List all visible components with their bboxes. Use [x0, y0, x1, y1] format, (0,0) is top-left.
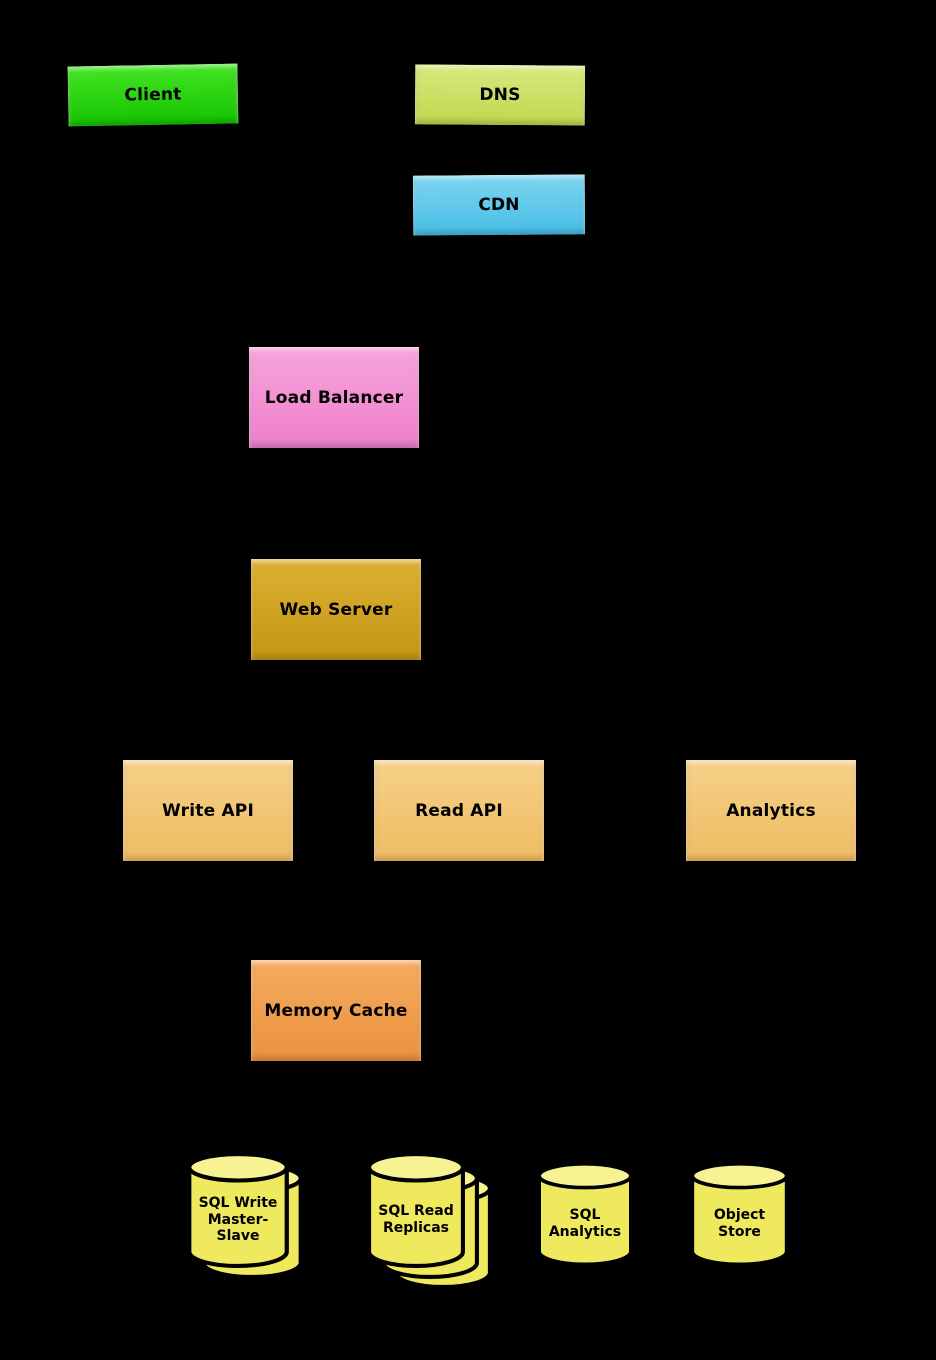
node-write-api-label: Write API [162, 800, 254, 821]
db-object-store-label: Object Store [713, 1207, 766, 1240]
node-analytics-label: Analytics [726, 800, 816, 821]
node-memory-cache: Memory Cache [248, 957, 424, 1064]
cylinder-shape [367, 1152, 465, 1268]
db-sql-read-label: SQL Read Replicas [378, 1203, 454, 1236]
node-read-api: Read API [371, 757, 547, 864]
node-client: Client [64, 60, 242, 130]
node-cdn: CDN [409, 171, 589, 239]
db-sql-write-label: SQL Write Master-Slave [198, 1195, 278, 1245]
node-dns: DNS [411, 61, 589, 129]
cylinder-shape [187, 1152, 289, 1268]
node-client-label: Client [124, 84, 182, 106]
node-dns-label: DNS [479, 84, 521, 106]
node-web-server: Web Server [248, 556, 424, 663]
node-analytics: Analytics [683, 757, 859, 864]
db-sql-analytics: SQL Analytics [535, 1162, 635, 1268]
node-cdn-label: CDN [478, 194, 520, 216]
cylinder-shape [537, 1162, 633, 1267]
node-load-balancer: Load Balancer [246, 344, 422, 451]
db-sql-analytics-label: SQL Analytics [548, 1207, 622, 1240]
node-write-api: Write API [120, 757, 296, 864]
node-load-balancer-label: Load Balancer [264, 387, 404, 408]
db-sql-read-replicas: SQL Read Replicas [365, 1152, 492, 1289]
db-object-store: Object Store [688, 1162, 791, 1268]
db-sql-write-master-slave: SQL Write Master-Slave [185, 1152, 303, 1279]
node-memory-cache-label: Memory Cache [264, 1000, 408, 1021]
node-web-server-label: Web Server [279, 599, 393, 620]
cylinder-shape [690, 1162, 789, 1267]
node-read-api-label: Read API [415, 800, 503, 821]
